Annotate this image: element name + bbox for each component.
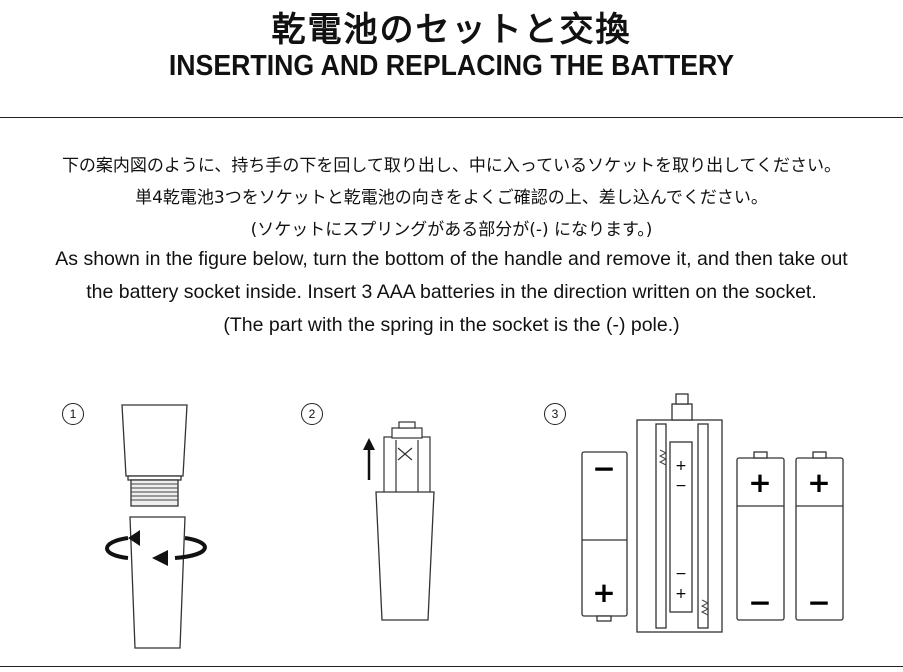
battery-right-minus: − — [807, 586, 830, 619]
step-2-number: 2 — [301, 403, 323, 425]
socket-spring-icon — [658, 449, 710, 616]
bottom-divider — [0, 666, 903, 667]
instruction-jp-line-1: 下の案内図のように、持ち手の下を回して取り出し、中に入っているソケットを取り出し… — [61, 156, 842, 176]
instruction-en-line-3: (The part with the spring in the socket … — [223, 314, 680, 336]
handle-upper-icon — [121, 404, 188, 507]
socket-minus-top: − — [675, 478, 687, 494]
battery-left-plus: + — [592, 576, 615, 609]
instruction-jp-line-3: (ソケットにスプリングがある部分が(-) になります。) — [250, 220, 653, 240]
title-jp: 乾電池のセットと交換 — [271, 10, 632, 50]
battery-middle-icon — [736, 451, 785, 621]
top-divider — [0, 117, 903, 118]
thread-lines-icon — [131, 483, 178, 501]
step-3-number: 3 — [544, 403, 566, 425]
socket-plus-top: + — [675, 458, 687, 474]
step-1-illustration — [105, 404, 207, 649]
battery-left-icon — [581, 451, 628, 622]
step-3-illustration: − + + − + − + − − + — [581, 393, 844, 633]
battery-left-minus: − — [592, 452, 615, 485]
handle-body-icon — [375, 491, 435, 621]
rotate-arrow-icon — [105, 536, 207, 560]
step-1-number: 1 — [62, 403, 84, 425]
battery-middle-minus: − — [748, 586, 771, 619]
battery-middle-plus: + — [748, 466, 771, 499]
instruction-jp-line-2: 単4乾電池3つをソケットと乾電池の向きをよくご確認の上、差し込んでください。 — [135, 188, 768, 208]
socket-frame-icon — [636, 393, 723, 633]
step-2-illustration — [363, 421, 435, 621]
instruction-en-line-1: As shown in the figure below, turn the b… — [55, 248, 848, 270]
title-en: INSERTING AND REPLACING THE BATTERY — [168, 50, 735, 82]
socket-minus-bottom: − — [675, 566, 687, 582]
arrow-up-icon — [363, 438, 375, 480]
instruction-en-line-2: the battery socket inside. Insert 3 AAA … — [86, 281, 817, 303]
battery-right-icon — [795, 451, 844, 621]
battery-right-plus: + — [807, 466, 830, 499]
socket-icon — [383, 421, 431, 494]
socket-plus-bottom: + — [675, 586, 687, 602]
handle-lower-icon — [129, 516, 186, 649]
